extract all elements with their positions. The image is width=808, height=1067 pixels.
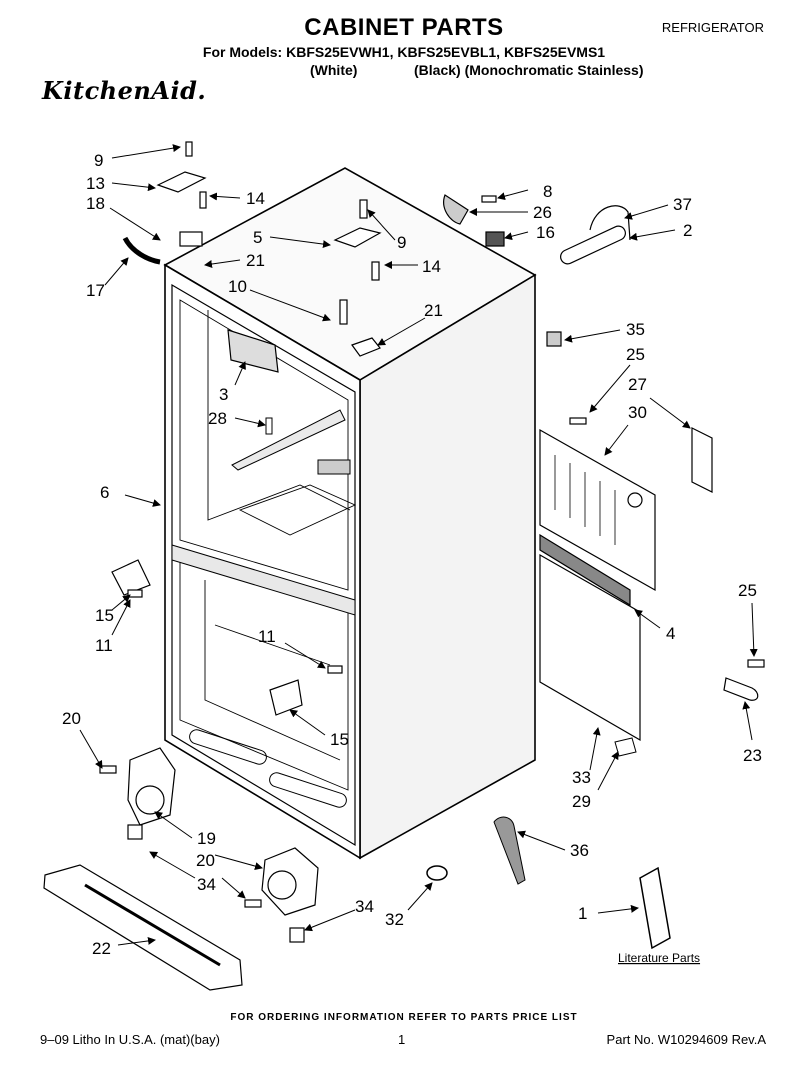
cabinet-body: [163, 167, 537, 860]
callout-35: 35: [626, 320, 645, 339]
callout-33: 33: [572, 768, 591, 787]
front-roller-right: [244, 847, 319, 943]
callout-30: 30: [628, 403, 647, 422]
callout-15a: 15: [95, 606, 114, 625]
rear-access-panel: [539, 417, 713, 742]
base-grille: [43, 864, 243, 991]
callout-16: 16: [536, 223, 555, 242]
literature-booklet: [639, 866, 671, 950]
callout-labels: 9 13 14 18 17 21 5 9 14 10 21 3 28 6 15 …: [62, 151, 762, 958]
callout-15b: 15: [330, 730, 349, 749]
callout-23: 23: [743, 746, 762, 765]
callout-3: 3: [219, 385, 228, 404]
callout-22: 22: [92, 939, 111, 958]
callout-32: 32: [385, 910, 404, 929]
callout-20b: 20: [196, 851, 215, 870]
callout-2: 2: [683, 221, 692, 240]
clamp: [723, 659, 765, 701]
plug: [426, 865, 448, 881]
callout-25b: 25: [738, 581, 757, 600]
callout-18: 18: [86, 194, 105, 213]
callout-21b: 21: [424, 301, 443, 320]
callout-21a: 21: [246, 251, 265, 270]
callout-6: 6: [100, 483, 109, 502]
wrench: [493, 816, 526, 885]
callout-13: 13: [86, 174, 105, 193]
page-title: CABINET PARTS: [304, 14, 504, 41]
variant-black-stainless: (Black) (Monochromatic Stainless): [414, 62, 644, 78]
callout-9b: 9: [397, 233, 406, 252]
callout-34b: 34: [355, 897, 374, 916]
top-hinge-left: [156, 141, 207, 247]
literature-parts-label: Literature Parts: [618, 951, 700, 965]
callout-10: 10: [228, 277, 247, 296]
callout-26: 26: [533, 203, 552, 222]
hinge-tube: [122, 236, 161, 265]
lower-hinge-bracket: [111, 559, 343, 716]
callout-14b: 14: [422, 257, 441, 276]
callout-5: 5: [253, 228, 262, 247]
callout-19: 19: [197, 829, 216, 848]
model-list: For Models: KBFS25EVWH1, KBFS25EVBL1, KB…: [202, 44, 606, 60]
screw: [265, 417, 273, 435]
front-roller-left: [99, 747, 176, 840]
callout-25a: 25: [626, 345, 645, 364]
brand-logo: KitchenAid.: [42, 76, 207, 105]
callout-20a: 20: [62, 709, 81, 728]
callout-36: 36: [570, 841, 589, 860]
page-number: 1: [398, 1032, 406, 1047]
callout-11b: 11: [258, 627, 276, 646]
leader-lines: [79, 144, 758, 946]
ordering-note: FOR ORDERING INFORMATION REFER TO PARTS …: [230, 1012, 578, 1023]
callout-14a: 14: [246, 189, 265, 208]
appliance-category: REFRIGERATOR: [661, 20, 764, 35]
callout-37: 37: [673, 195, 692, 214]
clip: [614, 737, 637, 757]
callout-29: 29: [572, 792, 591, 811]
callout-1: 1: [578, 904, 587, 923]
callout-9a: 9: [94, 151, 103, 170]
callout-4: 4: [666, 624, 675, 643]
vent-grid: [317, 459, 351, 475]
variant-white: (White): [310, 62, 358, 78]
part-number: Part No. W10294609 Rev.A: [606, 1032, 766, 1047]
callout-11a: 11: [95, 636, 113, 655]
callout-17: 17: [86, 281, 105, 300]
callout-28: 28: [208, 409, 227, 428]
print-info: 9–09 Litho In U.S.A. (mat)(bay): [40, 1032, 220, 1047]
top-hinge-middle: [333, 199, 382, 357]
callout-8: 8: [543, 182, 552, 201]
wire-cover-parts: [443, 194, 631, 347]
callout-34a: 34: [197, 875, 216, 894]
callout-27: 27: [628, 375, 647, 394]
